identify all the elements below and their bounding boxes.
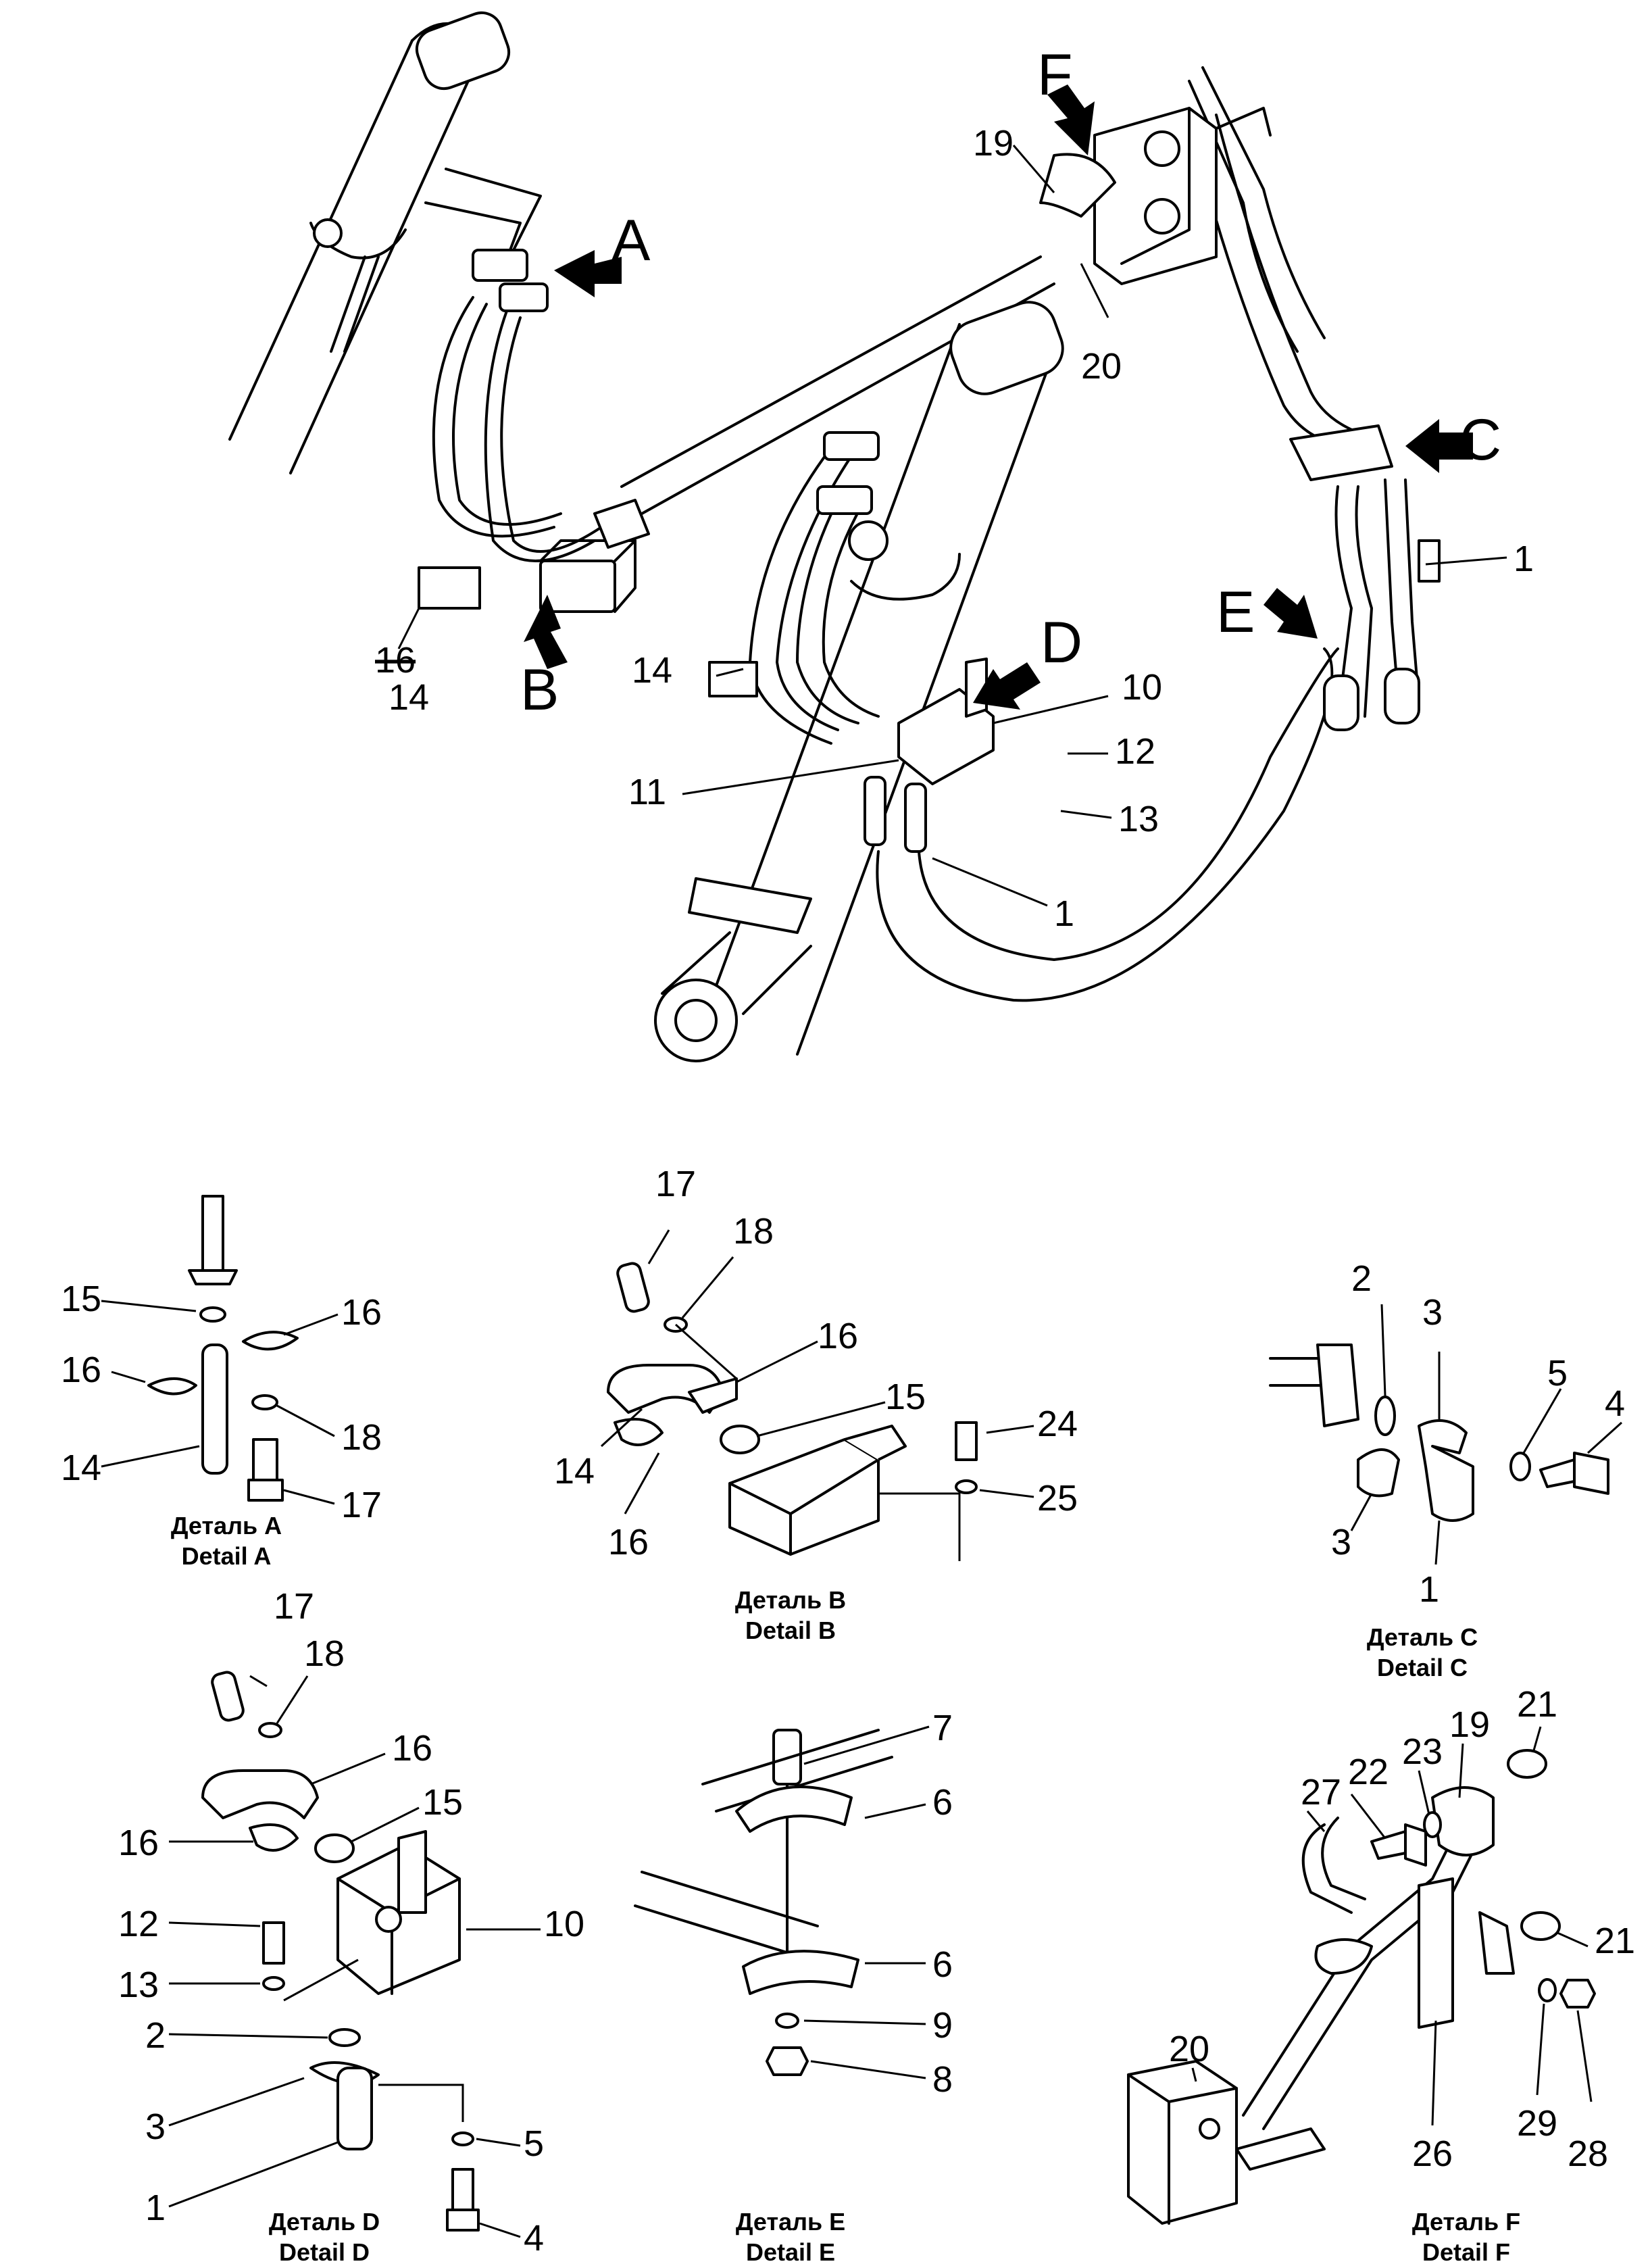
detail-b-callout-18: 18	[733, 1211, 774, 1252]
callout-13: 13	[1118, 799, 1159, 839]
detail-e: 7 6 6 9 8 Деталь E Detail E	[634, 1708, 953, 2266]
detail-e-caption-ru: Деталь E	[736, 2208, 845, 2236]
label-e: E	[1216, 580, 1255, 645]
detail-d-caption-en: Detail D	[279, 2238, 370, 2266]
callout-12: 12	[1115, 731, 1155, 772]
arrow-c-icon	[1405, 419, 1473, 473]
main-assembly-view: A B C D E F 19 20 1 1 14 16 14 10 11 12 …	[228, 11, 1534, 1062]
detail-f-caption-en: Detail F	[1422, 2238, 1510, 2266]
callout-19: 19	[973, 123, 1014, 164]
detail-c-callout-5: 5	[1547, 1353, 1568, 1394]
detail-f-callout-26: 26	[1412, 2134, 1453, 2174]
callout-1-right: 1	[1514, 539, 1534, 579]
detail-e-callout-6-top: 6	[932, 1782, 953, 1823]
detail-d-callout-17: 17	[274, 1586, 314, 1627]
detail-a-callout-18: 18	[341, 1417, 382, 1458]
arrow-f-icon	[1047, 84, 1095, 155]
detail-b-callout-15: 15	[885, 1377, 926, 1417]
detail-a-caption-ru: Деталь A	[171, 1512, 282, 1539]
detail-b: 17 18 16 15 14 16 24 25 Деталь B Detail …	[554, 1164, 1078, 1644]
detail-f-callout-22: 22	[1348, 1752, 1389, 1792]
center-cylinder	[654, 301, 1064, 1062]
detail-d-callout-3: 3	[145, 2106, 166, 2147]
detail-b-caption-en: Detail B	[745, 1617, 836, 1644]
detail-c-caption-en: Detail C	[1377, 1654, 1468, 1681]
detail-a-callout-14: 14	[61, 1448, 101, 1488]
detail-f-caption-ru: Деталь F	[1412, 2208, 1520, 2236]
detail-c-callout-1: 1	[1419, 1569, 1439, 1610]
detail-d-callout-1: 1	[145, 2188, 166, 2228]
detail-a-callout-16-right: 16	[341, 1292, 382, 1333]
block-f	[1039, 107, 1272, 285]
detail-c-callout-3-bottom: 3	[1331, 1522, 1351, 1562]
arrow-d-icon	[973, 662, 1041, 710]
callout-14: 14	[632, 650, 672, 691]
detail-a-callout-17: 17	[341, 1485, 382, 1525]
detail-d: 17 18 16 15 16 12 10 13 2 3 5 1 4 Деталь…	[118, 1586, 584, 2266]
callout-20: 20	[1081, 346, 1122, 387]
block-d	[864, 647, 1339, 1002]
detail-b-callout-24: 24	[1037, 1404, 1078, 1444]
detail-b-callout-16-left: 16	[608, 1522, 649, 1562]
detail-b-callout-17: 17	[655, 1164, 696, 1204]
right-pipes	[1188, 66, 1441, 731]
detail-f: 21 19 23 22 27 21 20 29 28 26 Деталь F D…	[1127, 1684, 1635, 2266]
detail-b-callout-25: 25	[1037, 1478, 1078, 1519]
callout-1-bottom: 1	[1054, 893, 1074, 934]
detail-b-callout-16-right: 16	[818, 1316, 858, 1356]
detail-d-caption-ru: Деталь D	[269, 2208, 380, 2236]
detail-d-callout-5: 5	[524, 2123, 544, 2164]
detail-c-callout-3-top: 3	[1422, 1292, 1443, 1333]
detail-a-caption-en: Detail A	[182, 1542, 272, 1570]
arrow-b-icon	[524, 595, 568, 669]
callout-16-struck: 16	[375, 640, 416, 681]
detail-e-callout-7: 7	[932, 1708, 953, 1748]
detail-f-callout-27: 27	[1301, 1772, 1341, 1813]
detail-d-callout-15: 15	[422, 1782, 463, 1823]
left-cylinder	[228, 11, 511, 474]
label-b: B	[520, 658, 559, 722]
detail-a: 15 16 16 14 18 17 Деталь A Detail A	[61, 1195, 382, 1570]
label-c: C	[1459, 408, 1501, 472]
label-d: D	[1041, 610, 1082, 675]
detail-d-callout-12: 12	[118, 1904, 159, 1944]
detail-f-callout-29: 29	[1517, 2103, 1557, 2144]
detail-f-callout-28: 28	[1568, 2134, 1608, 2174]
detail-d-callout-13: 13	[118, 1965, 159, 2005]
detail-e-caption-en: Detail E	[746, 2238, 835, 2266]
detail-d-callout-16-right: 16	[392, 1728, 432, 1769]
callout-11: 11	[628, 772, 666, 812]
detail-a-callout-16-left: 16	[61, 1350, 101, 1390]
callout-10: 10	[1122, 667, 1162, 708]
detail-e-callout-8: 8	[932, 2059, 953, 2100]
detail-c-callout-4: 4	[1605, 1383, 1625, 1424]
detail-f-callout-21-top: 21	[1517, 1684, 1557, 1725]
detail-c: 2 3 5 4 3 1 Деталь C Detail C	[1269, 1258, 1625, 1681]
detail-d-callout-18: 18	[304, 1633, 345, 1674]
detail-b-callout-14: 14	[554, 1451, 595, 1492]
detail-f-callout-23: 23	[1402, 1731, 1443, 1772]
center-hose-bundle	[708, 431, 880, 745]
detail-d-callout-2: 2	[145, 2015, 166, 2056]
detail-f-callout-21-bottom: 21	[1595, 1921, 1635, 1961]
left-hose-bundle	[418, 168, 603, 610]
detail-d-callout-4: 4	[524, 2218, 544, 2259]
callout-14-handwritten: 14	[389, 677, 429, 718]
arrow-a-icon	[554, 250, 622, 297]
label-f: F	[1037, 43, 1073, 107]
detail-c-caption-ru: Деталь C	[1367, 1623, 1478, 1651]
block-b	[539, 499, 650, 613]
detail-b-caption-ru: Деталь B	[735, 1586, 846, 1614]
detail-f-callout-20: 20	[1169, 2029, 1209, 2069]
detail-a-callout-15: 15	[61, 1279, 101, 1319]
detail-d-callout-16-left: 16	[118, 1823, 159, 1863]
detail-c-callout-2: 2	[1351, 1258, 1372, 1299]
label-a: A	[611, 208, 651, 273]
detail-f-callout-19: 19	[1449, 1704, 1490, 1745]
arrow-e-icon	[1264, 588, 1318, 639]
detail-e-callout-6-bottom: 6	[932, 1944, 953, 1985]
detail-d-callout-10: 10	[544, 1904, 584, 1944]
detail-e-callout-9: 9	[932, 2005, 953, 2046]
